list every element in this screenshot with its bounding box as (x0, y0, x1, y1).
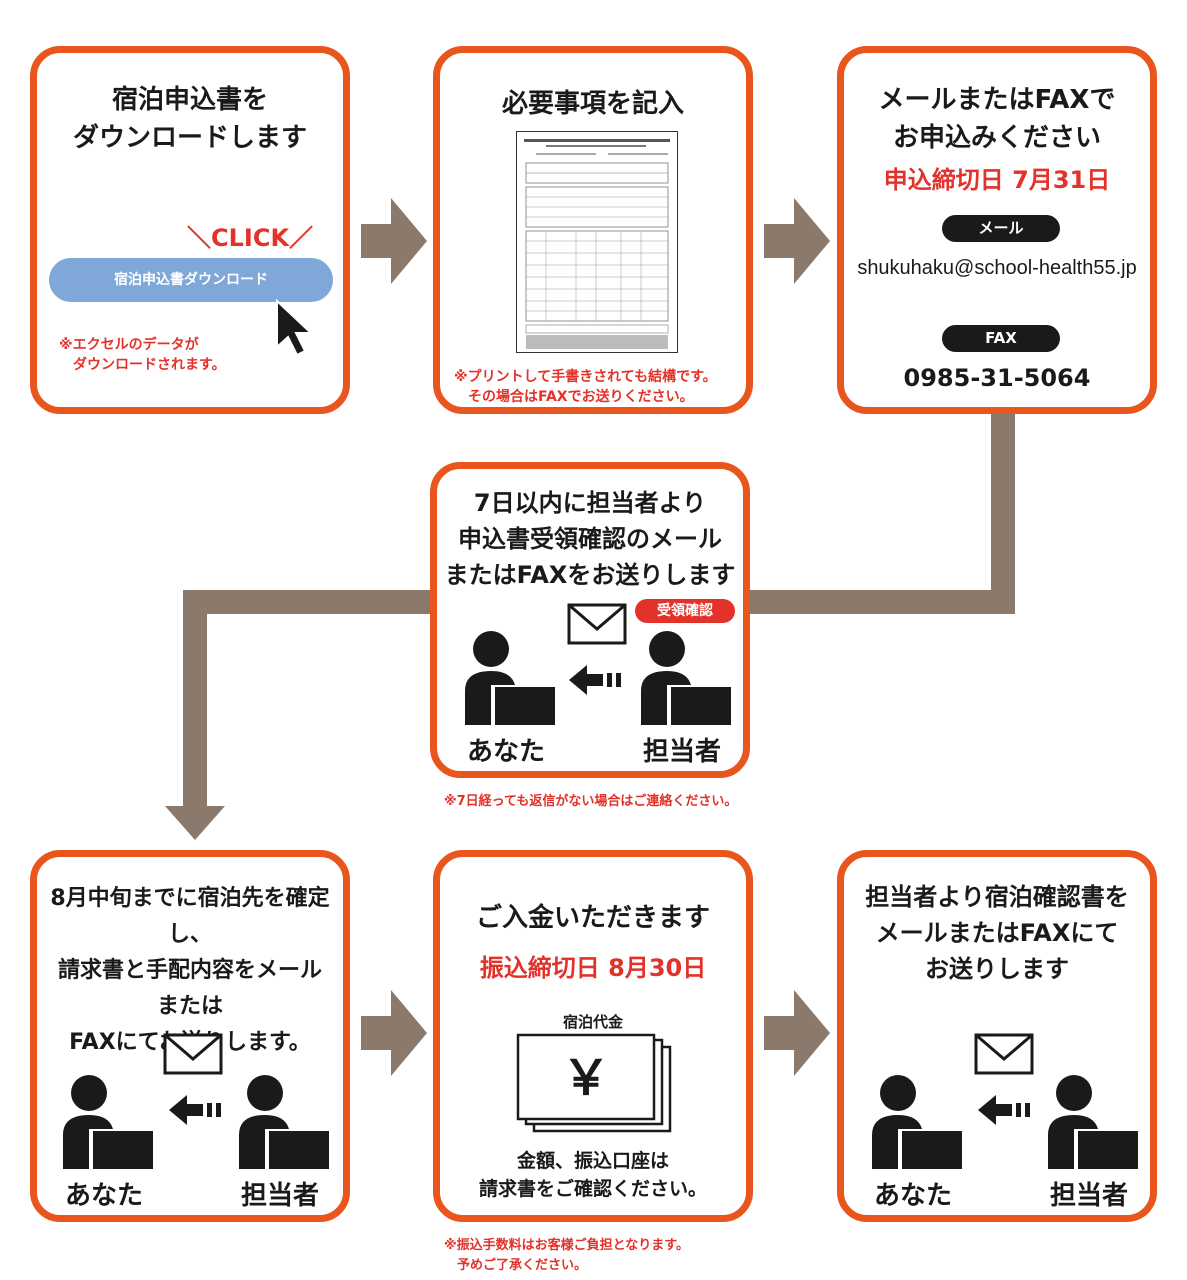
you-label: あなた (64, 1181, 143, 1211)
mail-badge: メール (942, 215, 1060, 242)
flow-arrow-2 (764, 198, 830, 284)
connector-down-right (991, 414, 1015, 614)
person-at-desk-icon-staff (1048, 1075, 1138, 1169)
fax-number: 0985-31-5064 (903, 364, 1091, 392)
step1-title: 宿泊申込書を ダウンロードします (72, 85, 307, 153)
step3-deadline: 申込締切日 7月31日 (883, 166, 1111, 194)
envelope-icon (974, 1033, 1034, 1075)
person-at-desk-icon-staff (641, 631, 731, 725)
flow-arrow-4 (764, 990, 830, 1076)
step4-note: ※7日経っても返信がない場合はご連絡ください。 (444, 794, 738, 809)
step3-title: メールまたはFAXで お申込みください (878, 85, 1116, 153)
download-button[interactable]: 宿泊申込書ダウンロード (49, 258, 333, 302)
connector-horizontal-left (183, 590, 433, 614)
step6-title: ご入金いただきます (475, 903, 710, 933)
bills-yen-icon (516, 1033, 672, 1133)
person-at-desk-icon-you (872, 1075, 962, 1169)
you-label: あなた (466, 737, 545, 767)
step7-title: 担当者より宿泊確認書を メールまたはFAXにて お送りします (865, 883, 1129, 983)
receipt-badge: 受領確認 (635, 599, 735, 623)
application-form-thumbnail (516, 131, 678, 353)
step1-note: ※エクセルのデータが ダウンロードされます。 (59, 337, 226, 373)
person-at-desk-icon-staff (239, 1075, 329, 1169)
send-arrow-icon (169, 1095, 221, 1125)
step7-card: 担当者より宿泊確認書を メールまたはFAXにて お送りします あなた 担当者 (837, 850, 1157, 1222)
bill-label: 宿泊代金 (562, 1013, 623, 1031)
step1-card: 宿泊申込書を ダウンロードします ＼CLICK／ 宿泊申込書ダウンロード ※エク… (30, 46, 350, 414)
fax-badge: FAX (942, 325, 1060, 352)
flow-arrow-3 (361, 990, 427, 1076)
step6-deadline: 振込締切日 8月30日 (479, 954, 707, 982)
step4-title: 7日以内に担当者より 申込書受領確認のメール またはFAXをお送りします (444, 489, 736, 589)
step2-card: 必要事項を記入 ※プリントして手書きされても結構です。 その場合はFAXでお送り… (433, 46, 753, 414)
flow-arrow-1 (361, 198, 427, 284)
flow-arrow-down (165, 806, 225, 840)
step4-card: 7日以内に担当者より 申込書受領確認のメール またはFAXをお送りします 受領確… (430, 462, 750, 778)
send-arrow-icon (569, 665, 621, 695)
step3-card: メールまたはFAXで お申込みください 申込締切日 7月31日 メール shuk… (837, 46, 1157, 414)
connector-horizontal-right (750, 590, 1015, 614)
email-address[interactable]: shukuhaku@school-health55.jp (857, 257, 1137, 279)
step2-note: ※プリントして手書きされても結構です。 その場合はFAXでお送りください。 (454, 369, 717, 405)
person-at-desk-icon-you (63, 1075, 153, 1169)
step2-title: 必要事項を記入 (501, 89, 684, 119)
envelope-icon (163, 1033, 223, 1075)
person-at-desk-icon-you (465, 631, 555, 725)
step6-body: 金額、振込口座は 請求書をご確認ください。 (478, 1150, 707, 1200)
you-label: あなた (873, 1181, 952, 1211)
step5-card: 8月中旬までに宿泊先を確定し、 請求書と手配内容をメール または FAXにてお送… (30, 850, 350, 1222)
download-button-label: 宿泊申込書ダウンロード (114, 272, 268, 288)
connector-down-left (183, 590, 207, 822)
send-arrow-icon (978, 1095, 1030, 1125)
envelope-icon (567, 603, 627, 645)
cursor-arrow-icon (276, 299, 314, 357)
staff-label: 担当者 (642, 737, 721, 767)
step6-card: ご入金いただきます 振込締切日 8月30日 宿泊代金 ￥ 金額、振込口座は 請求… (433, 850, 753, 1222)
staff-label: 担当者 (240, 1181, 319, 1211)
click-label: ＼CLICK／ (187, 224, 314, 252)
staff-label: 担当者 (1049, 1181, 1128, 1211)
yen-sign: ￥ (561, 1050, 610, 1106)
step6-note: ※振込手数料はお客様ご負担となります。 予めご了承ください。 (444, 1238, 689, 1273)
